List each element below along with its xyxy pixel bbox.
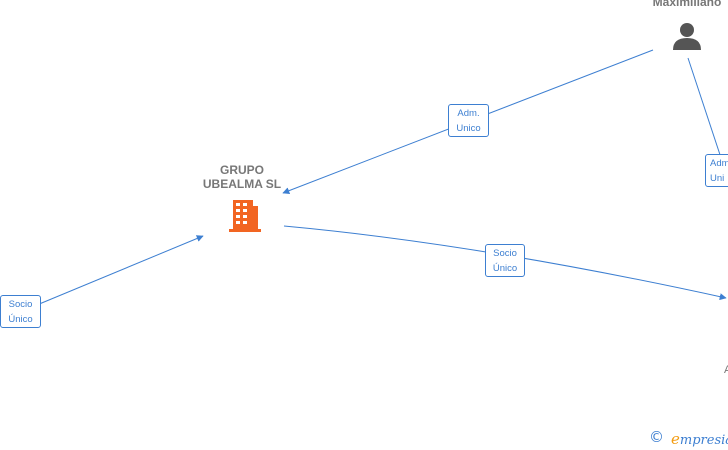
- brand-name: mpresia: [679, 433, 728, 448]
- brand-initial: e: [671, 430, 680, 448]
- edge-label-socio-left[interactable]: Socio Único: [0, 295, 41, 328]
- person-label[interactable]: Maximiliano: [652, 0, 722, 9]
- edge-label-adm-right[interactable]: Adm Uni: [705, 154, 728, 187]
- building-icon[interactable]: [229, 200, 261, 232]
- company-label[interactable]: GRUPO UBEALMA SL: [202, 163, 282, 191]
- person-icon[interactable]: [673, 23, 701, 50]
- edge-label-adm-top[interactable]: Adm. Unico: [448, 104, 489, 137]
- brand-logo: empresia: [671, 430, 728, 448]
- copyright-symbol: ©: [649, 428, 664, 446]
- edge-label-socio-right[interactable]: Socio Único: [485, 244, 525, 277]
- edge-socio-left: [19, 235, 204, 313]
- partial-node-label: A: [724, 364, 728, 376]
